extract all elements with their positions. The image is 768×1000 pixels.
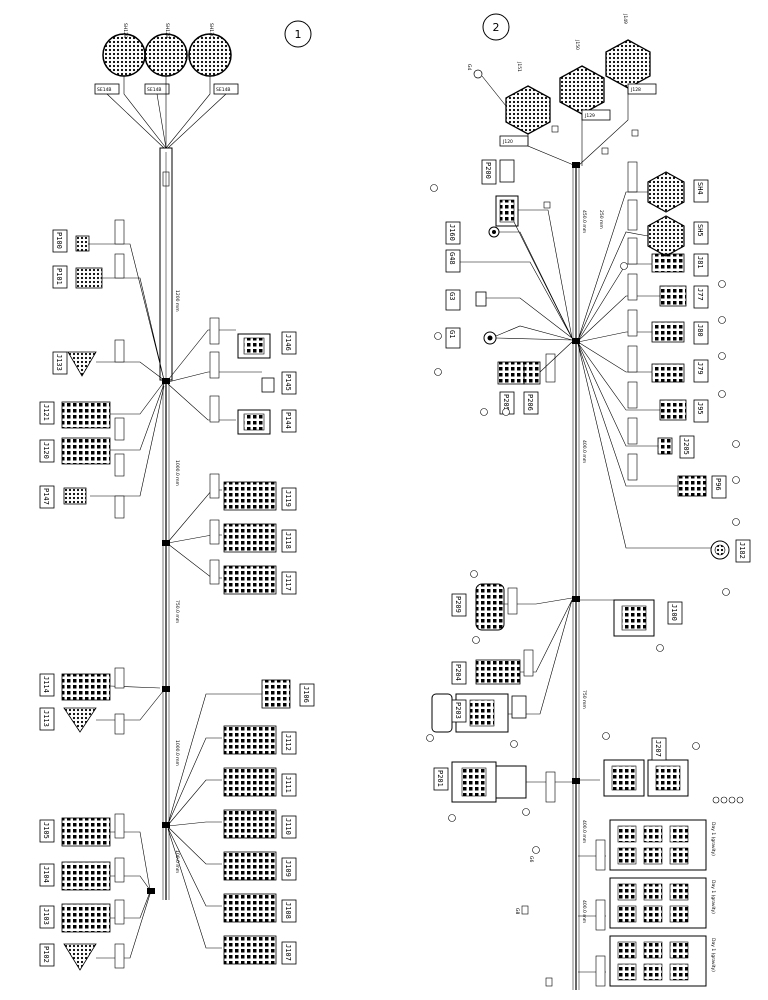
round-label-3: SH13C — [208, 23, 214, 38]
label-J112: J112 — [284, 734, 292, 751]
label-P209: P209 — [454, 596, 462, 613]
label-P204: P204 — [454, 664, 462, 681]
round-tag-1: SE14B — [97, 87, 112, 93]
bottom-left-connectors-p1: J105 J104 J103 P102 — [39, 813, 151, 971]
lower-left-connectors-p1: J114 J113 — [39, 667, 165, 735]
panel-number-2: 2 — [493, 21, 500, 34]
dim-p1-3: 750.0 mm — [174, 600, 180, 623]
box-label-3: Day 1 (gravity) — [710, 938, 716, 972]
label-J146: J146 — [284, 334, 292, 351]
label-G3: G3 — [448, 292, 456, 300]
label-J107: J107 — [284, 944, 292, 961]
dim-p1-4: 1000.0 mm — [174, 740, 180, 766]
label-G1: G1 — [448, 330, 456, 338]
box-label-2: Day 1 (gravity) — [710, 880, 716, 914]
dim-p1-5: 100.0 mm — [174, 850, 180, 873]
label-P205: P205 — [502, 394, 510, 411]
hex-tag-J129: J129 — [584, 113, 595, 119]
right-hex-p2: SH4 SH5 — [627, 161, 709, 257]
label-J207: J207 — [654, 740, 662, 757]
dim-p2-3: 400.0 mm — [581, 440, 587, 463]
box-label-1: Day 1 (gravity) — [710, 822, 716, 856]
dim-p2-4: 750 mm — [581, 690, 587, 709]
dim-p1-2: 1000.0 mm — [174, 460, 180, 486]
dim-p2-1: 450.0 mm — [581, 210, 587, 233]
lower-connectors-p2: P209 P204 P203 P201 J207 — [426, 570, 744, 822]
upper-right-connectors-p1: J146 P145 P144 — [167, 317, 297, 435]
label-J95: J95 — [696, 402, 704, 415]
label-J104: J104 — [42, 866, 50, 883]
label-SH4: SH4 — [696, 182, 704, 195]
hex-tag-J120: J120 — [502, 139, 513, 145]
round-tag-2: SE14B — [147, 87, 162, 93]
round-tag-3: SE14B — [216, 87, 231, 93]
dim-p2-5: 400.0 mm — [581, 820, 587, 843]
label-J81: J81 — [696, 256, 704, 269]
label-J205: J205 — [682, 438, 690, 455]
label-J113: J113 — [42, 710, 50, 727]
label-J108: J108 — [284, 902, 292, 919]
side-tag-G6: G6 — [528, 856, 534, 862]
label-SH5: SH5 — [696, 224, 704, 237]
panel-1: 1 SH12B SH12B SH13C SE14B SE14B SE14B — [39, 20, 315, 971]
label-J100: J100 — [670, 604, 678, 621]
label-P147: P147 — [42, 488, 50, 505]
label-P201: P201 — [436, 770, 444, 787]
panel-number-1: 1 — [295, 28, 302, 41]
bottom-boxes-p2: Day 1 (gravity) Day 1 (gravity) Day 1 (g… — [514, 819, 716, 987]
label-J182: J182 — [738, 542, 746, 559]
label-J160: J160 — [448, 224, 456, 241]
label-J79: J79 — [696, 362, 704, 375]
side-tag-G8: G8 — [514, 908, 520, 914]
label-J117: J117 — [284, 574, 292, 591]
dim-p2-2: 250 mm — [598, 210, 604, 229]
main-trunk-p1: 1200 mm 1000.0 mm 750.0 mm 1000.0 mm 100… — [147, 147, 180, 900]
label-J120: J120 — [42, 442, 50, 459]
round-label-1: SH12B — [122, 23, 128, 38]
label-P144: P144 — [284, 412, 292, 429]
label-J109: J109 — [284, 860, 292, 877]
label-J105: J105 — [42, 822, 50, 839]
mid-connectors-p1: J119 J118 J117 — [167, 473, 297, 595]
label-J121: J121 — [42, 404, 50, 421]
dim-p1-1: 1200 mm — [174, 290, 180, 312]
label-J103: J103 — [42, 908, 50, 925]
label-P200: P200 — [484, 162, 492, 179]
label-P101: P101 — [55, 268, 63, 285]
label-J80: J80 — [696, 324, 704, 337]
hex-label-J149: J149 — [622, 13, 628, 24]
round-connectors-p1: SH12B SH12B SH13C SE14B SE14B SE14B — [94, 23, 239, 149]
panel-2: 2 J151 J150 J149 J120 J129 J128 G4 — [426, 13, 751, 990]
hex-label-J151: J151 — [516, 61, 522, 72]
label-P96: P96 — [714, 478, 722, 491]
label-J77: J77 — [696, 288, 704, 301]
main-trunk-p2: 450.0 mm 250 mm 400.0 mm 750 mm 400.0 mm… — [572, 162, 604, 990]
label-P203: P203 — [454, 702, 462, 719]
label-P145: P145 — [284, 374, 292, 391]
left-items-p2: P200 J160 G48 G3 G1 — [430, 159, 573, 416]
label-P206: P206 — [526, 394, 534, 411]
round-label-2: SH12B — [164, 23, 170, 38]
hex-connectors-p2: J151 J150 J149 J120 J129 J128 G4 — [466, 13, 657, 167]
upper-left-connectors-p1: P100 P101 J133 J121 J120 P147 — [39, 219, 165, 519]
label-J110: J110 — [284, 818, 292, 835]
right-connectors-p2: J81 J77 J80 J79 J95 J205 P96 J182 — [577, 191, 751, 596]
label-P100: P100 — [55, 232, 63, 249]
label-J133: J133 — [55, 354, 63, 371]
bottom-right-connectors-p1: J106 J112 J111 J110 J109 J108 J107 — [167, 679, 315, 965]
side-tag-G4: G4 — [466, 64, 472, 70]
label-J118: J118 — [284, 532, 292, 549]
dim-p2-6: 400.0 mm — [581, 900, 587, 923]
label-J106: J106 — [302, 686, 310, 703]
label-J119: J119 — [284, 490, 292, 507]
label-P102: P102 — [42, 946, 50, 963]
hex-tag-J128: J128 — [630, 87, 641, 93]
label-G48: G48 — [448, 252, 456, 265]
label-J111: J111 — [284, 776, 292, 793]
label-J114: J114 — [42, 676, 50, 693]
hex-label-J150: J150 — [574, 39, 580, 50]
